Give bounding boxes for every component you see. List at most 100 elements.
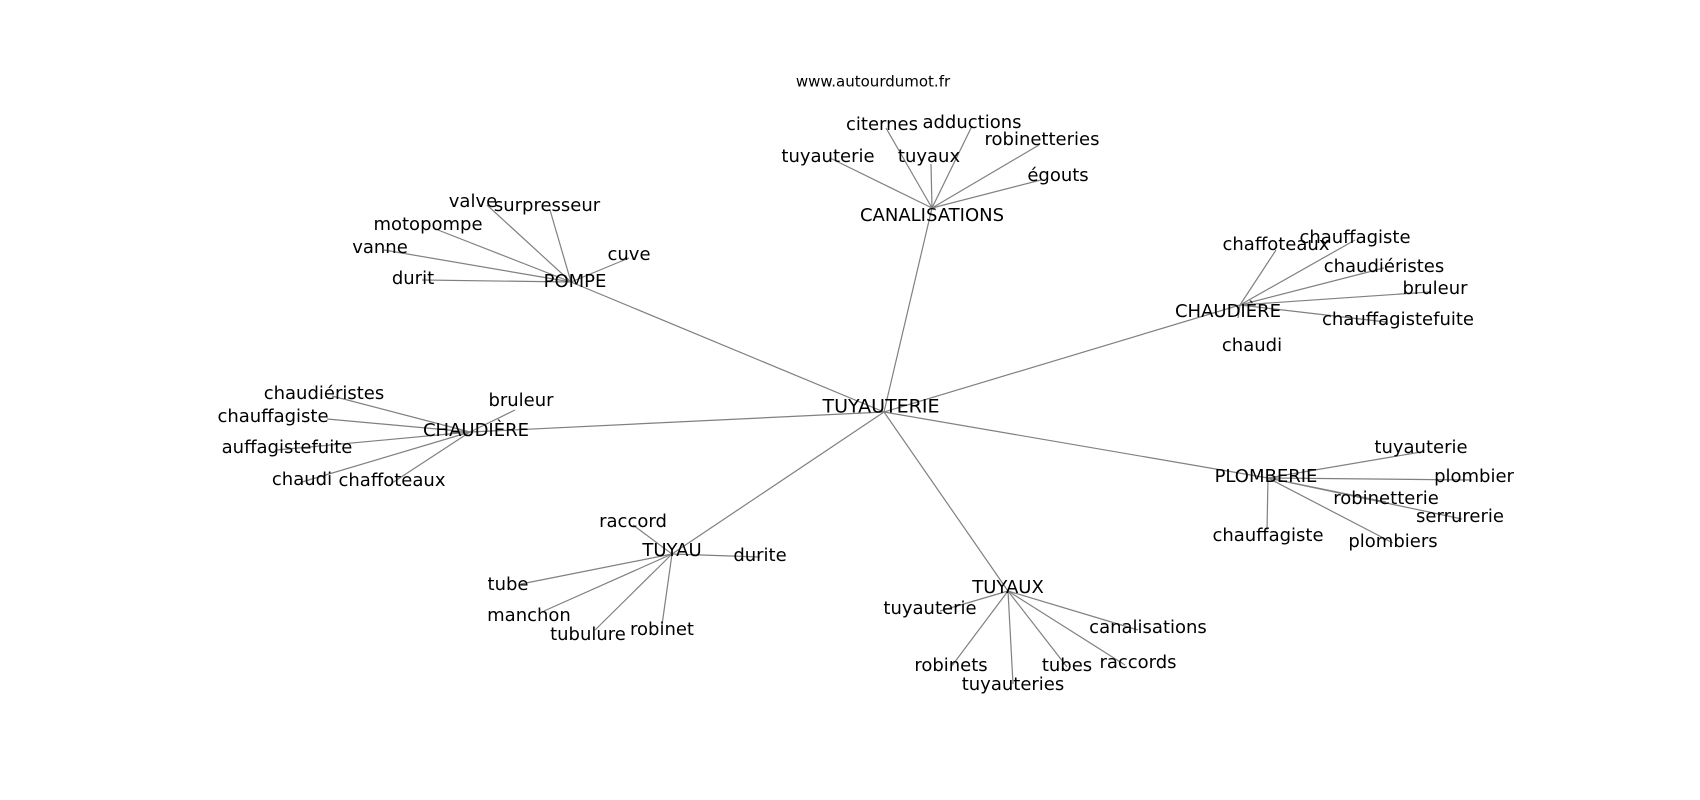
edge-canalisations-leaf (885, 127, 933, 209)
edge-plomberie-leaf (1267, 477, 1463, 520)
leaf-label: tubes (1042, 655, 1092, 676)
leaf-label: motopompe (373, 214, 482, 235)
leaf-label: serrurerie (1416, 506, 1504, 527)
leaf-label: égouts (1027, 165, 1088, 186)
edge-canalisations-leaf (931, 179, 1042, 209)
leaf-label: tubulure (550, 624, 626, 645)
edge-canalisations-leaf (930, 163, 933, 209)
edge-tuyau-leaf (632, 524, 673, 555)
edge-chaudiere-right-leaf (1239, 239, 1356, 306)
edge-chaudiere-left-leaf (331, 395, 471, 433)
leaf-label: raccord (599, 511, 667, 532)
edge-tuyaux-leaf (1007, 590, 1139, 631)
edge-chaudiere-right-leaf (1239, 291, 1431, 306)
leaf-label: auffagistefuite (222, 437, 353, 458)
leaf-label: vanne (352, 237, 408, 258)
leaf-label: tuyauterie (781, 146, 874, 167)
hub-label-plomberie: PLOMBERIE (1215, 466, 1318, 487)
edge-tuyau-leaf (543, 553, 673, 612)
leaf-label: chauffagiste (1212, 525, 1323, 546)
edge-plomberie-leaf (1267, 477, 1394, 544)
leaf-label: durite (733, 545, 786, 566)
edge-plomberie-leaf (1266, 477, 1269, 531)
leaf-label: tuyauterie (883, 598, 976, 619)
edge-pompe-leaf (549, 209, 572, 283)
leaf-label: raccords (1099, 652, 1176, 673)
leaf-label: chauffagiste (217, 406, 328, 427)
leaf-label: chaffoteaux (339, 470, 446, 491)
leaf-label: citernes (846, 114, 918, 135)
leaf-label: adductions (922, 112, 1021, 133)
hub-label-chaudiere-left: CHAUDIÈRE (423, 419, 529, 441)
edge-tuyau-leaf (671, 553, 761, 558)
leaf-label: tube (488, 574, 529, 595)
edge-chaudiere-left-leaf (276, 431, 471, 451)
edge-root-chaudiere-right (883, 304, 1241, 413)
leaf-label: manchon (487, 605, 571, 626)
hub-label-tuyaux: TUYAUX (971, 577, 1044, 598)
edge-root-pompe (570, 281, 885, 413)
edge-plomberie-leaf (1267, 451, 1422, 479)
edge-plomberie-leaf (1267, 477, 1473, 481)
edge-pompe-leaf (437, 229, 572, 283)
edge-chaudiere-right-leaf (1239, 267, 1385, 306)
leaf-label: cuve (607, 244, 650, 265)
hub-label-chaudiere-right: CHAUDIÈRE (1175, 300, 1281, 322)
labels: www.autourdumot.fr TUYAUTERIE CANALISATI… (217, 73, 1514, 696)
leaf-label: plombiers (1348, 531, 1437, 552)
edge-chaudiere-left-leaf (301, 431, 471, 483)
leaf-label: canalisations (1089, 617, 1207, 638)
edge-tuyau-leaf (520, 553, 673, 585)
leaf-label: tuyaux (898, 146, 961, 167)
hub-label-tuyau: TUYAU (641, 540, 701, 561)
edge-canalisations-leaf (931, 144, 1040, 209)
edge-chaudiere-left-leaf (391, 431, 471, 484)
edge-root-tuyau (671, 411, 885, 555)
edge-chaudiere-right-leaf (1239, 249, 1277, 306)
edge-canalisations-leaf (829, 157, 933, 209)
edges (276, 125, 1473, 685)
leaf-label: tuyauteries (962, 674, 1065, 695)
edge-chaudiere-right-leaf (1237, 304, 1241, 319)
leaf-label: chauffagistefuite (1322, 309, 1474, 330)
edge-root-plomberie (883, 411, 1269, 479)
edge-chaudiere-right-leaf (1239, 304, 1387, 323)
leaf-label: robinetteries (985, 129, 1100, 150)
leaf-label: chaudiéristes (264, 383, 385, 404)
leaf-label: chauffagiste (1299, 227, 1410, 248)
edge-pompe-leaf (570, 257, 630, 283)
edge-chaudiere-left-leaf (469, 409, 516, 433)
edge-canalisations-leaf (931, 125, 973, 209)
edge-tuyaux-leaf (1007, 590, 1014, 685)
website-label: www.autourdumot.fr (796, 73, 951, 91)
edge-tuyaux-leaf (939, 590, 1009, 612)
edge-pompe-leaf (421, 279, 572, 283)
leaf-label: chaffoteaux (1223, 234, 1330, 255)
edge-tuyau-leaf (661, 553, 673, 626)
leaf-label: valve (449, 191, 497, 212)
leaf-label: bruleur (488, 390, 554, 411)
root-node-label: TUYAUTERIE (822, 396, 940, 418)
leaf-label: surpresseur (494, 195, 601, 216)
leaf-label: chaudi (1222, 335, 1282, 356)
leaf-label: tuyauterie (1374, 437, 1467, 458)
edge-tuyaux-leaf (950, 590, 1009, 668)
edge-tuyaux-leaf (1007, 590, 1126, 666)
edge-chaudiere-left-leaf (326, 418, 471, 433)
edge-tuyaux-leaf (1007, 590, 1068, 668)
edge-tuyau-leaf (594, 553, 673, 631)
edge-pompe-leaf (486, 204, 572, 283)
edge-pompe-leaf (383, 249, 572, 283)
leaf-label: bruleur (1402, 278, 1468, 299)
leaf-label: robinetterie (1333, 488, 1439, 509)
leaf-label: robinets (914, 655, 987, 676)
leaf-label: chaudiéristes (1324, 256, 1445, 277)
edge-root-canalisations (883, 207, 933, 413)
hub-label-canalisations: CANALISATIONS (860, 205, 1004, 226)
edge-root-tuyaux (883, 411, 1009, 592)
edge-root-chaudiere-left (469, 411, 885, 433)
leaf-label: chaudi (272, 469, 332, 490)
leaf-label: robinet (630, 619, 694, 640)
leaf-label: durit (392, 268, 434, 289)
